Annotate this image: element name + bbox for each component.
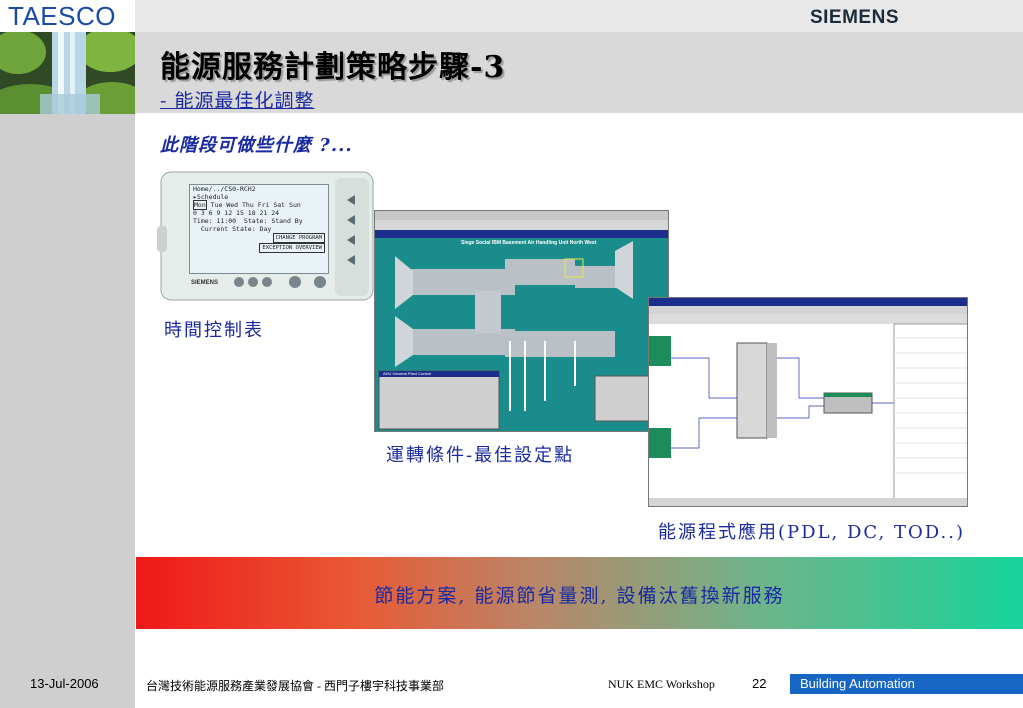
lcd-current-state: Current State: Day: [200, 225, 272, 233]
footer-event: NUK EMC Workshop: [608, 677, 715, 691]
caption-schedule: 時間控制表: [164, 320, 264, 341]
footer-date: 13-Jul-2006: [30, 676, 99, 691]
banner-text: 節能方案, 能源節省量測, 設備汰舊換新服務: [374, 585, 785, 607]
caption-setpoint: 運轉條件-最佳設定點: [386, 445, 575, 466]
page-number: 22: [752, 676, 767, 691]
header-top-strip: SIEMENS: [135, 0, 1023, 32]
hvac-graphic-screenshot: Siege Social IBM Basement Air Handling U…: [374, 210, 669, 432]
page-title: 能源服務計劃策略步驟-3: [160, 50, 506, 85]
taesco-logo: TAESCO: [0, 0, 135, 32]
services-banner: 節能方案, 能源節省量測, 設備汰舊換新服務: [136, 557, 1023, 629]
lcd-path: Home/../CS0-RCH2: [193, 185, 256, 193]
hvac-heading: Siege Social IBM Basement Air Handling U…: [461, 240, 597, 246]
exception-overview-button[interactable]: EXCEPTION OVERVIEW: [259, 243, 325, 253]
waterfall-photo: [0, 32, 135, 114]
device-maker-label: SIEMENS: [191, 280, 219, 286]
siemens-logo: SIEMENS: [809, 7, 899, 28]
lcd-hours: 0 3 6 9 12 15 18 21 24: [193, 209, 280, 217]
building-automation-tag: Building Automation: [790, 674, 1023, 694]
question-heading: 此階段可做些什麼 ?...: [160, 135, 353, 156]
room-controller-image: Home/../CS0-RCH2 ▸Schedule Mon Tue Wed T…: [157, 170, 375, 304]
lcd-display: Home/../CS0-RCH2 ▸Schedule Mon Tue Wed T…: [189, 184, 329, 274]
lcd-menu: ▸Schedule: [193, 193, 229, 201]
pdl-program-screenshot: [648, 297, 968, 507]
lcd-days: Mon Tue Wed Thu Fri Sat Sun: [193, 200, 301, 210]
hvac-dialog-title: AHU General Plant Control: [383, 371, 432, 376]
page-subtitle: - 能源最佳化調整: [160, 90, 315, 112]
change-program-button[interactable]: CHANGE PROGRAM: [272, 233, 325, 243]
footer-organization: 台灣技術能源服務產業發展協會 - 西門子樓宇科技事業部: [146, 679, 444, 693]
left-rail: [0, 0, 135, 708]
caption-program: 能源程式應用(PDL, DC, TOD..): [658, 522, 965, 543]
lcd-time-state: Time: 11:00 State: Stand By: [193, 217, 303, 225]
